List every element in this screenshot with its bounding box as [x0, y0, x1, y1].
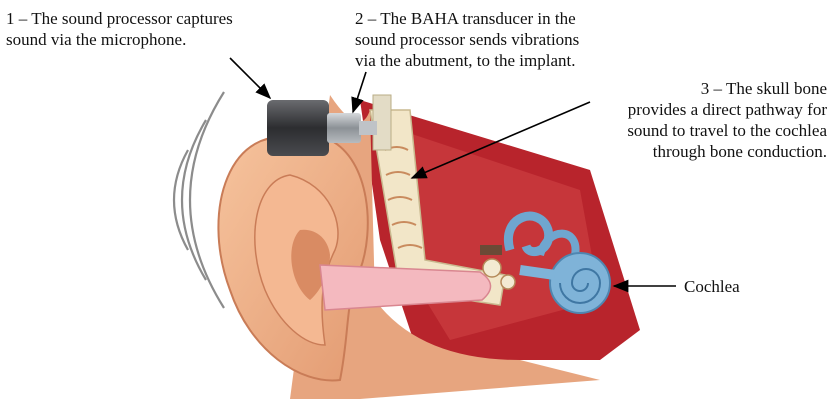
arrow-step1: [230, 58, 270, 98]
label-step-2: 2 – The BAHA transducer in the sound pro…: [355, 8, 655, 71]
auditory-nerve: [520, 270, 555, 275]
processor-coupling: [327, 113, 361, 143]
sound-waves: [174, 92, 224, 308]
sound-wave-2: [182, 120, 206, 280]
label-step-1: 1 – The sound processor captures sound v…: [6, 8, 306, 50]
label-step-3: 3 – The skull bone provides a direct pat…: [591, 78, 827, 162]
sound-wave-3: [190, 92, 224, 308]
processor-body: [267, 100, 329, 156]
processor-connector: [359, 121, 377, 135]
label-cochlea: Cochlea: [684, 276, 740, 297]
